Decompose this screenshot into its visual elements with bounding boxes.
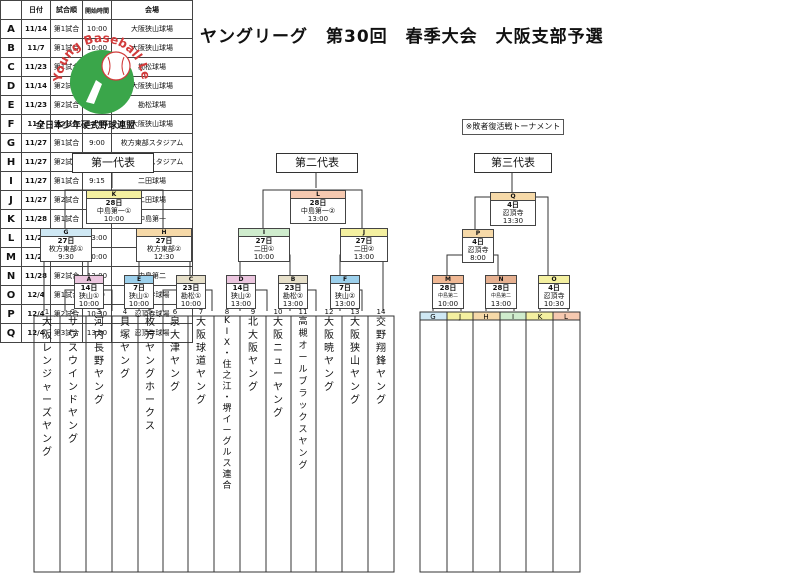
match-box-O: O 4日 忍頂寺 10:30 [538, 275, 570, 309]
match-box-A: A 14日 狭山① 10:00 [74, 275, 104, 309]
match-box-P: P 4日 忍頂寺 8:00 [462, 229, 494, 263]
match-box-N: N 28日 中島第二 13:00 [485, 275, 517, 309]
match-box-H: H 27日 枚方東部② 12:30 [136, 228, 192, 262]
team-number: 5 [147, 308, 153, 316]
team-name: 大阪狭山ヤング [350, 317, 360, 406]
match-box-G: G 27日 枚方東部① 9:30 [40, 228, 92, 262]
team-name: 大阪レンジャーズヤング [42, 317, 52, 458]
team-name: 高槻オールブラックスヤング [298, 317, 308, 471]
team-number: 13 [350, 308, 360, 316]
team-number: 11 [298, 308, 308, 316]
slot-label: L [564, 313, 568, 321]
team-number: 12 [324, 308, 334, 316]
schedule-header-row: 日付 試合順 開始時間 会場 [0, 0, 193, 20]
match-box-L: L 28日 中島第一② 13:00 [290, 190, 346, 224]
match-box-B: B 23日 勘松② 13:00 [278, 275, 308, 309]
match-box-E: E 7日 狭山① 10:00 [124, 275, 154, 309]
team-name: 交野翔鋒ヤング [376, 317, 386, 406]
match-box-M: M 28日 中島第二 10:00 [432, 275, 464, 309]
team-number: 9 [250, 308, 256, 316]
team-number: 7 [198, 308, 204, 316]
slot-label: J [458, 313, 461, 321]
team-name: 枚方ヤングホークス [145, 317, 155, 432]
match-box-D: D 14日 狭山② 13:00 [226, 275, 256, 309]
match-box-K: K 28日 中島第一① 10:00 [86, 190, 142, 224]
team-name: 河内長野ヤング [94, 317, 104, 406]
team-number: 10 [273, 308, 283, 316]
team-name: 大阪球道ヤング [196, 317, 206, 406]
team-name: 貝塚ヤング [120, 317, 130, 380]
rep-box-3: 第三代表 [474, 153, 552, 173]
team-name: 北大阪ヤング [248, 317, 258, 393]
batter-silhouette-icon [86, 80, 102, 104]
match-box-C: C 23日 勘松① 10:00 [176, 275, 206, 309]
match-box-Q: Q 4日 忍頂寺 13:30 [490, 192, 536, 226]
league-logo: Young Baseball League [40, 20, 153, 114]
slot-label: H [483, 313, 488, 321]
team-number: 4 [122, 308, 128, 316]
match-box-J: J 27日 二田② 13:00 [340, 228, 388, 262]
schedule-cell: 12/4 [21, 323, 51, 343]
match-box-F: F 7日 狭山② 13:00 [330, 275, 360, 309]
team-number: 2 [70, 308, 76, 316]
team-name: 泉大津ヤング [170, 317, 180, 393]
team-name: サウスウインドヤング [68, 317, 78, 445]
page-title: ヤングリーグ 第30回 春季大会 大阪支部予選 [200, 27, 604, 47]
team-number: 8 [224, 308, 230, 316]
rep-box-2: 第二代表 [276, 153, 358, 173]
rep-box-1: 第一代表 [72, 153, 154, 173]
slot-label: I [512, 313, 514, 321]
consolation-note: ※敗者復活戦トーナメント [462, 119, 564, 135]
consolation-slots [419, 311, 581, 321]
org-name: 全日本少年硬式野球連盟 [36, 121, 136, 131]
team-name: 大阪ニューヤング [273, 317, 283, 419]
team-number: 14 [376, 308, 386, 316]
team-name: 大阪暁ヤング [324, 317, 334, 393]
slot-label: K [538, 313, 543, 321]
team-number: 1 [44, 308, 50, 316]
match-box-I: I 27日 二田① 10:00 [238, 228, 290, 262]
team-number: 6 [172, 308, 178, 316]
slot-label: G [430, 313, 435, 321]
team-number: 3 [96, 308, 102, 316]
